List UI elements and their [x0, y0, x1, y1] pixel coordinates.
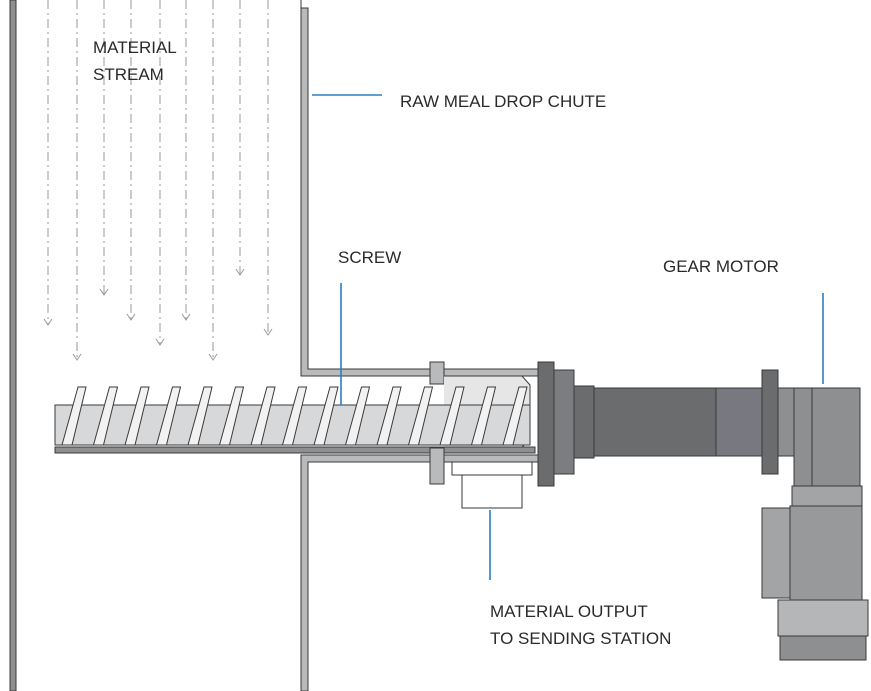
stream-arrow: [181, 313, 191, 321]
stream-arrow: [208, 353, 218, 361]
screw-flight: [470, 386, 497, 446]
stream-arrow: [99, 288, 109, 296]
flange-right: [553, 369, 575, 475]
material-outlet: [451, 461, 533, 509]
screw-flight: [155, 386, 182, 446]
screw-flight: [439, 386, 465, 446]
material-stream-label-line1: MATERIAL: [93, 38, 177, 57]
screw-flight: [281, 386, 308, 446]
flange-left: [537, 361, 555, 487]
stream-arrow: [155, 338, 165, 346]
drive-assembly: [537, 361, 795, 487]
material-stream: [43, 0, 273, 361]
screw-trough: [54, 446, 536, 454]
material-stream-label-line2: STREAM: [93, 65, 164, 84]
gear-motor-label: GEAR MOTOR: [663, 257, 779, 276]
chute-left-wall: [9, 0, 17, 691]
material-output-label-line1: MATERIAL OUTPUT: [490, 602, 648, 621]
screw-flight: [407, 386, 434, 446]
screw-flight: [376, 386, 402, 446]
screw-flight: [124, 386, 150, 446]
stream-arrow: [72, 353, 82, 361]
motor-flange: [761, 369, 779, 475]
screw-flight: [250, 386, 276, 446]
material-output-label-line2: TO SENDING STATION: [490, 629, 671, 648]
stream-arrow: [235, 268, 245, 276]
stream-arrow: [263, 328, 273, 336]
leader-lines: [312, 94, 824, 580]
screw: [54, 386, 531, 446]
stream-arrow: [43, 318, 53, 326]
drive-tube: [593, 387, 717, 457]
screw-flight: [92, 386, 119, 446]
gear-motor: [761, 387, 869, 661]
screw-flight: [187, 386, 213, 446]
screw-flight: [218, 386, 245, 446]
chute-right-wall-upper: [300, 7, 541, 377]
raw-meal-drop-chute-label: RAW MEAL DROP CHUTE: [400, 92, 606, 111]
screw-label: SCREW: [338, 248, 401, 267]
screw-flight: [61, 386, 87, 446]
screw-flights: [61, 386, 528, 446]
stream-arrow: [126, 313, 136, 321]
screw-flight: [344, 386, 371, 446]
screw-flight: [313, 386, 339, 446]
screw-flight: [502, 386, 528, 446]
